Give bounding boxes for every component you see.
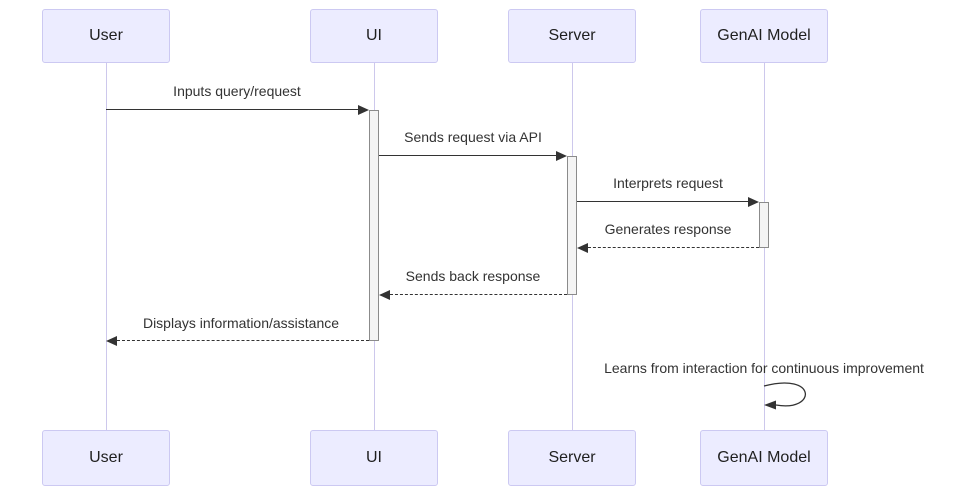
arrowhead-right-icon bbox=[358, 105, 369, 115]
actor-label-user: User bbox=[89, 449, 123, 466]
arrowhead-right-icon bbox=[748, 197, 759, 207]
message-line-interprets-request bbox=[577, 201, 749, 202]
arrowhead-left-icon bbox=[577, 243, 588, 253]
actor-top-server: Server bbox=[508, 9, 636, 63]
message-label-inputs-query: Inputs query/request bbox=[173, 83, 301, 99]
actor-label-server: Server bbox=[548, 449, 596, 466]
activation-ui bbox=[369, 110, 379, 341]
actor-top-genai: GenAI Model bbox=[700, 9, 828, 63]
arrowhead-right-icon bbox=[556, 151, 567, 161]
actor-bottom-user: User bbox=[42, 430, 170, 486]
message-line-displays-info bbox=[117, 340, 369, 341]
actor-label-server: Server bbox=[548, 27, 596, 44]
actor-bottom-genai: GenAI Model bbox=[700, 430, 828, 486]
message-label-sends-back: Sends back response bbox=[405, 268, 541, 284]
message-line-sends-request bbox=[379, 155, 557, 156]
actor-bottom-server: Server bbox=[508, 430, 636, 486]
message-line-generates-response bbox=[588, 247, 759, 248]
actor-bottom-ui: UI bbox=[310, 430, 438, 486]
actor-label-user: User bbox=[89, 27, 123, 44]
activation-genai bbox=[759, 202, 769, 248]
actor-label-ui: UI bbox=[366, 27, 382, 44]
actor-label-genai: GenAI Model bbox=[717, 27, 811, 44]
message-label-generates-response: Generates response bbox=[604, 221, 732, 237]
actor-top-ui: UI bbox=[310, 9, 438, 63]
arrowhead-left-icon bbox=[106, 336, 117, 346]
message-label-sends-request: Sends request via API bbox=[404, 129, 542, 145]
arrowhead-left-icon bbox=[379, 290, 390, 300]
actor-label-genai: GenAI Model bbox=[717, 449, 811, 466]
message-line-inputs-query bbox=[106, 109, 359, 110]
message-line-sends-back bbox=[390, 294, 567, 295]
actor-top-user: User bbox=[42, 9, 170, 63]
lifeline-user bbox=[105, 63, 107, 430]
message-label-displays-info: Displays information/assistance bbox=[142, 315, 340, 331]
actor-label-ui: UI bbox=[366, 449, 382, 466]
self-loop-arrow bbox=[763, 382, 806, 410]
message-label-learns: Learns from interaction for continuous i… bbox=[604, 360, 924, 376]
message-label-interprets-request: Interprets request bbox=[613, 175, 723, 191]
activation-server bbox=[567, 156, 577, 295]
